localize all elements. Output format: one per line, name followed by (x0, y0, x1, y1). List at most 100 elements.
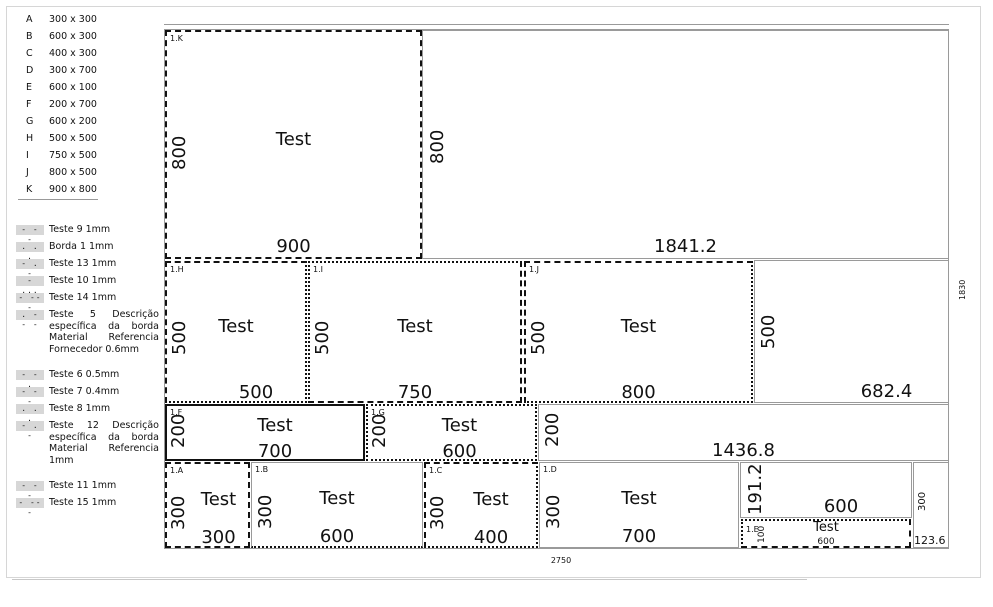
piece-tag: 1.E (746, 525, 759, 534)
edge-name: Teste 6 0.5mm (49, 369, 120, 380)
edge-pattern: - --- (16, 293, 44, 312)
piece-text: Test (473, 489, 509, 510)
sheet-width-label: 2750 (550, 556, 572, 565)
legend-letter: I (26, 150, 29, 161)
waste-height: 191.2 (745, 463, 766, 515)
piece-height: 300 (427, 495, 448, 530)
piece-tag: 1.J (529, 265, 539, 274)
piece-text: Test (319, 488, 355, 509)
piece-text: Test (621, 488, 657, 509)
edge-pattern: - - - (16, 225, 44, 244)
edge-name: Teste 8 1mm (49, 403, 111, 414)
piece-tag: 1.G (371, 408, 385, 417)
edge-pattern: . . . (16, 242, 44, 261)
waste-row3-right: 200 1436.8 (538, 404, 949, 461)
piece-tag: 1.F (170, 408, 183, 417)
piece-height: 800 (169, 135, 190, 170)
piece-width: 800 (621, 382, 656, 403)
piece-k[interactable]: 1.K Test 900 800 (165, 30, 422, 259)
piece-g[interactable]: 1.G Test 600 200 (366, 404, 537, 462)
piece-tag: 1.I (313, 265, 323, 274)
legend-dims: 600 x 300 (49, 31, 97, 42)
piece-c[interactable]: 1.C Test 400 300 (424, 462, 538, 548)
legend-dims: 300 x 700 (49, 65, 97, 76)
piece-tag: 1.K (170, 34, 183, 43)
legend-letter: C (26, 48, 33, 59)
legend-letter: J (26, 167, 29, 178)
piece-a[interactable]: 1.A Test 300 300 (165, 462, 250, 548)
waste-row4-mid: 191.2 600 (740, 462, 912, 518)
edge-pattern: - - - (16, 481, 44, 500)
piece-height: 500 (528, 320, 549, 355)
legend-dims: 400 x 300 (49, 48, 97, 59)
waste-width: 123.6 (914, 534, 946, 547)
piece-text: Test (620, 316, 657, 337)
horizontal-scrollbar[interactable] (12, 579, 807, 580)
legend-letter: E (26, 82, 33, 93)
edge-name: Teste 11 1mm (49, 480, 117, 491)
edge-pattern: - --- (16, 498, 44, 517)
edge-pattern: . . . (16, 404, 44, 423)
waste-height: 800 (427, 129, 448, 164)
piece-width: 700 (621, 526, 657, 547)
piece-j[interactable]: 1.J Test 800 500 (524, 261, 753, 403)
edge-name: Borda 1 1mm (49, 241, 114, 252)
piece-i[interactable]: 1.I Test 750 500 (308, 261, 522, 403)
legend-dims: 300 x 300 (49, 14, 97, 25)
waste-top-right: 800 1841.2 (422, 30, 949, 259)
edge-pattern: - . - (16, 421, 44, 440)
waste-width: 600 (823, 496, 859, 517)
legend-divider (18, 199, 98, 200)
piece-height: 300 (168, 495, 189, 530)
piece-width: 600 (442, 441, 477, 462)
sheet-height-label: 1830 (958, 279, 967, 300)
waste-row4-right: 300 123.6 (913, 462, 949, 548)
piece-b[interactable]: 1.B Test 600 300 (251, 462, 423, 548)
piece-e[interactable]: 1.E Test 600 100 (741, 519, 911, 548)
piece-width: 600 (319, 526, 355, 547)
piece-tag: 1.A (170, 466, 184, 475)
piece-d[interactable]: 1.D Test 700 300 (539, 462, 739, 548)
piece-text: Test (200, 489, 237, 510)
piece-width: 900 (276, 236, 311, 257)
piece-height: 500 (312, 320, 333, 355)
edge-pattern: - ... (16, 276, 44, 295)
piece-width: 600 (817, 537, 835, 547)
legend-letter: F (26, 99, 32, 110)
edge-name: Teste 13 1mm (49, 258, 117, 269)
piece-text: Test (397, 316, 433, 337)
piece-height: 500 (169, 320, 190, 355)
waste-height: 300 (917, 491, 928, 511)
edge-name: Teste 5 Descrição específica da borda Ma… (49, 309, 159, 355)
legend-dims: 200 x 700 (49, 99, 97, 110)
edge-pattern: - - - (16, 387, 44, 406)
piece-text: Test (813, 520, 839, 535)
piece-f[interactable]: 1.F Test 700 200 (165, 404, 365, 462)
edge-name: Teste 9 1mm (49, 224, 111, 235)
legend-letter: G (26, 116, 34, 127)
edge-name: Teste 7 0.4mm (49, 386, 120, 397)
piece-height: 200 (168, 413, 189, 448)
legend-letter: K (26, 184, 33, 195)
piece-tag: 1.C (429, 466, 443, 475)
piece-width: 500 (238, 382, 274, 403)
piece-text: Test (441, 415, 478, 436)
waste-width: 682.4 (860, 381, 913, 402)
piece-tag: 1.D (543, 465, 557, 474)
piece-height: 200 (369, 413, 390, 448)
legend-letter: B (26, 31, 33, 42)
legend-dims: 600 x 200 (49, 116, 97, 127)
piece-tag: 1.H (170, 265, 184, 274)
edge-name: Teste 10 1mm (49, 275, 117, 286)
legend-dims: 600 x 100 (49, 82, 97, 93)
edge-pattern: - . - (16, 259, 44, 278)
piece-text: Test (257, 415, 293, 436)
piece-width: 750 (397, 382, 433, 403)
piece-height: 300 (543, 494, 564, 529)
piece-h[interactable]: 1.H Test 500 500 (165, 261, 307, 403)
edge-name: Teste 14 1mm (49, 292, 117, 303)
piece-height: 100 (757, 525, 767, 543)
piece-width: 700 (257, 441, 293, 462)
legend-dims: 800 x 500 (49, 167, 97, 178)
legend-letter: H (26, 133, 34, 144)
